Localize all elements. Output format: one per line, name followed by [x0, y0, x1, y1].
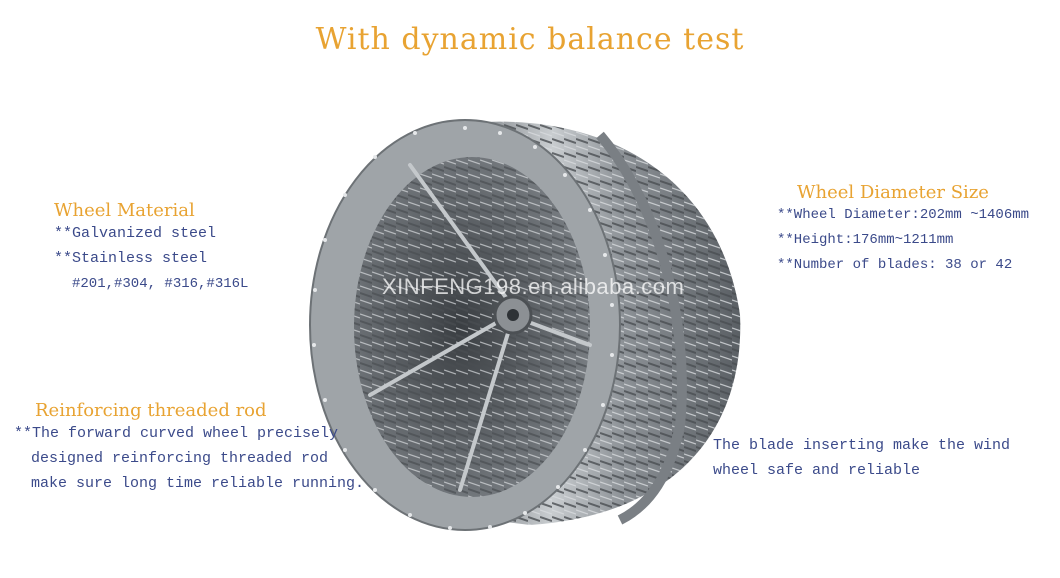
rod-line-2: designed reinforcing threaded rod	[31, 450, 329, 467]
page-title: With dynamic balance test	[315, 22, 745, 57]
rod-heading: Reinforcing threaded rod	[35, 400, 267, 421]
blade-line-2: wheel safe and reliable	[713, 462, 921, 479]
blade-line-1: The blade inserting make the wind	[713, 437, 1011, 454]
diameter-heading: Wheel Diameter Size	[797, 182, 989, 203]
material-line-2: **Stainless steel	[54, 250, 208, 267]
diameter-line-1: **Wheel Diameter:202mm ~1406mm	[777, 207, 1030, 223]
fan-wheel-image	[309, 119, 741, 531]
rod-line-1: **The forward curved wheel precisely	[14, 425, 339, 442]
rod-line-3: make sure long time reliable running.	[31, 475, 365, 492]
diameter-line-3: **Number of blades: 38 or 42	[777, 257, 1013, 273]
material-heading: Wheel Material	[54, 200, 195, 221]
watermark: XINFENG198.en.alibaba.com	[382, 274, 685, 299]
material-line-1: **Galvanized steel	[54, 225, 217, 242]
material-line-3: #201,#304, #316,#316L	[72, 276, 249, 292]
diameter-line-2: **Height:176mm~1211mm	[777, 232, 954, 248]
